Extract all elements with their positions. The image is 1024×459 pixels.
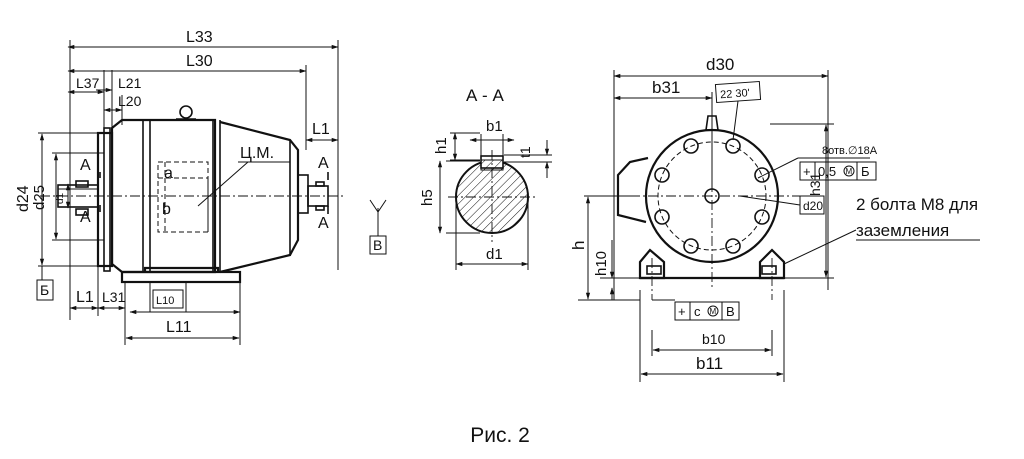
label-b31: b31: [652, 78, 680, 97]
label-b1: b1: [486, 118, 503, 135]
label-d30: d30: [706, 55, 734, 74]
label-base-B: Б: [40, 282, 49, 298]
label-L33: L33: [186, 29, 213, 46]
label-L11: L11: [166, 319, 192, 336]
label-tol2-val: c: [694, 304, 701, 319]
label-h31: h31: [807, 172, 823, 196]
label-d24: d24: [15, 185, 32, 212]
section-title: А - А: [466, 86, 504, 105]
label-bolt-line1: 2 болта М8 для: [856, 195, 978, 214]
label-L30: L30: [186, 53, 213, 70]
side-view: L33 L30 L37 L21 L20 L1 А А А А a b Ц.М. …: [15, 29, 387, 345]
label-A-right-bottom: А: [318, 215, 329, 232]
label-h10: h10: [593, 251, 610, 276]
label-tol2-pos: +: [678, 304, 686, 319]
label-A-left-top: А: [80, 157, 91, 174]
label-b11: b11: [696, 354, 723, 373]
label-tol-datum: Б: [861, 164, 870, 179]
label-h: h: [569, 241, 588, 250]
label-L20: L20: [118, 93, 142, 109]
section-view: А - А b1 t1 h1 h5 d1: [419, 86, 552, 270]
label-a: a: [164, 165, 173, 182]
label-d25: d25: [31, 185, 48, 210]
label-A-right-top: А: [318, 155, 329, 172]
label-d1-small: d1: [55, 192, 66, 204]
dim-lines-top: [67, 40, 339, 320]
right-section-marks: [327, 172, 387, 255]
label-cm: Ц.М.: [240, 145, 274, 162]
label-h5: h5: [419, 189, 436, 206]
label-L37: L37: [76, 75, 100, 91]
label-L31: L31: [102, 289, 126, 305]
label-bolt-line2: заземления: [856, 221, 949, 240]
label-b10: b10: [702, 331, 726, 347]
label-angle: 22 30': [720, 87, 750, 101]
figure-caption: Рис. 2: [470, 424, 530, 447]
front-view: d30 b31 22 30' 8отв.∅18А + 0,5 M Б h31 d…: [569, 55, 980, 382]
label-tol-pos: +: [803, 164, 811, 179]
label-b: b: [162, 201, 171, 218]
label-holes: 8отв.∅18А: [822, 145, 878, 157]
label-t1: t1: [517, 146, 533, 158]
label-L1-top: L1: [312, 121, 330, 138]
label-L10: L10: [156, 295, 174, 307]
label-d1: d1: [486, 246, 503, 263]
label-d20: d20: [803, 199, 823, 213]
label-tol2-m: M: [710, 307, 717, 316]
label-A-left-bottom: А: [80, 209, 91, 226]
label-L21: L21: [118, 75, 142, 91]
label-tol-val: 0,5: [818, 164, 836, 179]
label-L1-bottom: L1: [76, 289, 94, 306]
motor-body: [40, 105, 345, 284]
label-tol-m: M: [846, 167, 853, 176]
label-tol2-datum: В: [726, 304, 735, 319]
label-h1: h1: [433, 137, 450, 154]
label-datum-V: В: [373, 237, 382, 253]
dim-lines-bottom: [69, 266, 241, 345]
